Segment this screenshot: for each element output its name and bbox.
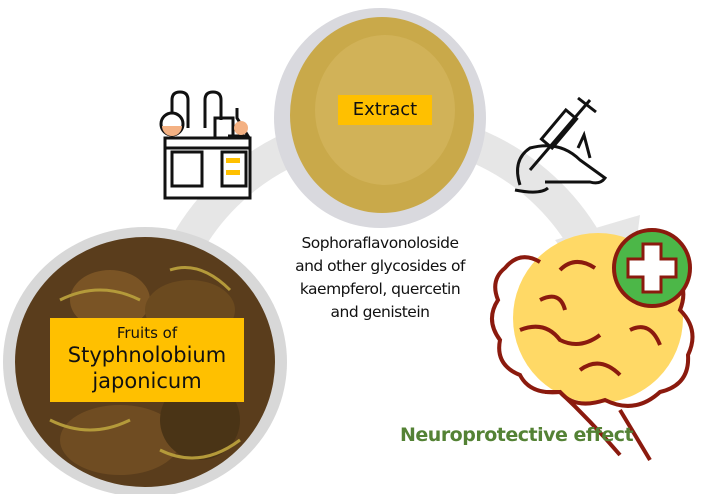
fruits-label-line2: Styphnolobium [67, 343, 227, 367]
fruits-label-line1: Fruits of [116, 324, 178, 342]
compounds-line4: and genistein [330, 303, 430, 321]
compounds-line2: and other glycosides of [295, 257, 465, 275]
compounds-text: Sophoraflavonoloside and other glycoside… [270, 232, 490, 324]
extract-label: Extract [338, 95, 432, 125]
lab-equipment-icon [159, 90, 252, 200]
effect-label: Neuroprotective effect [400, 424, 634, 446]
mouse-injection-icon [514, 96, 608, 194]
compounds-line3: kaempferol, quercetin [299, 280, 461, 298]
plus-icon [612, 228, 692, 308]
fruits-label-line3: japonicum [92, 369, 202, 393]
fruits-label: Fruits of Styphnolobium japonicum [50, 318, 244, 402]
compounds-line1: Sophoraflavonoloside [301, 234, 459, 252]
